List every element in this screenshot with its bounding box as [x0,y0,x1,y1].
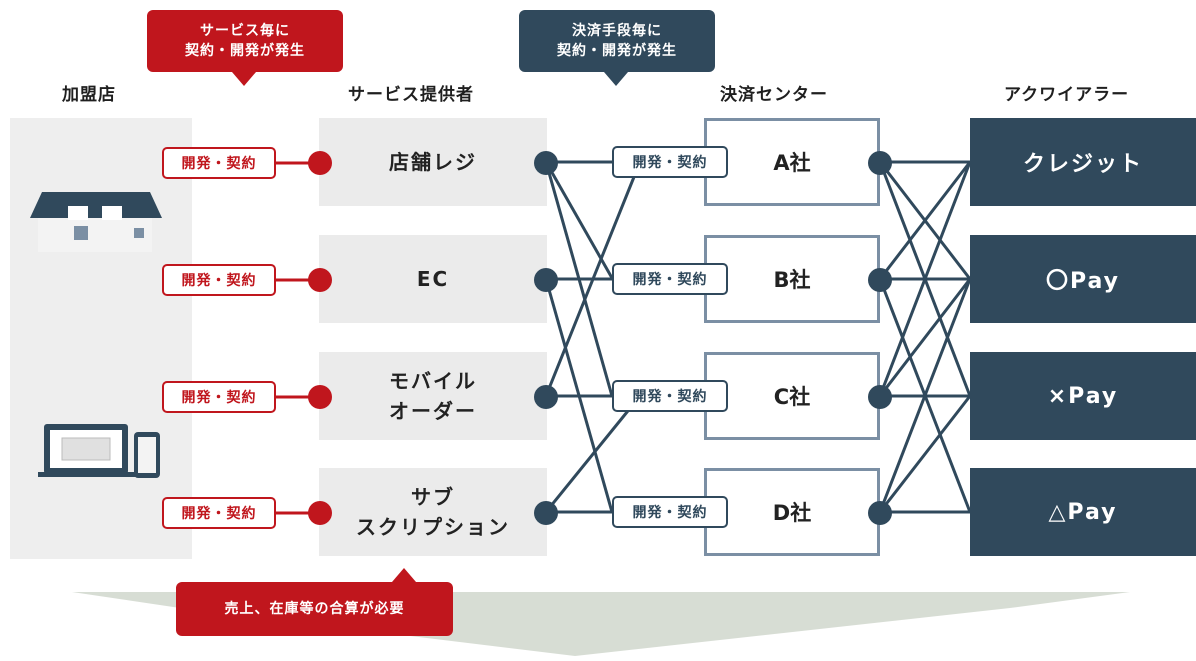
payment-center-a: A社 [704,118,880,206]
service-box-ec: EC [319,235,547,323]
column-header-payment-center: 決済センター [720,85,828,105]
callout-pointer [232,72,256,86]
column-header-merchant: 加盟店 [62,85,116,105]
acquirer-x-pay: ×Pay [970,352,1196,440]
acquirer-triangle-pay: △Pay [970,468,1196,556]
dev-contract-tag-center: 開発・契約 [612,263,728,295]
dev-contract-tag-merchant: 開発・契約 [162,264,276,296]
payment-center-d: D社 [704,468,880,556]
service-box-pos-register: 店舗レジ [319,118,547,206]
dev-contract-tag-center: 開発・契約 [612,146,728,178]
dev-contract-tag-merchant: 開発・契約 [162,147,276,179]
dev-contract-tag-center: 開発・契約 [612,380,728,412]
dev-contract-tag-merchant: 開発・契約 [162,381,276,413]
dev-contract-tag-center: 開発・契約 [612,496,728,528]
house-icon [30,192,162,252]
column-header-service-provider: サービス提供者 [348,85,474,105]
callout-pointer [392,568,416,582]
service-box-mobile-order: モバイル オーダー [319,352,547,440]
payment-center-c: C社 [704,352,880,440]
merchant-column-background [10,118,192,559]
service-box-subscription: サブ スクリプション [319,468,547,556]
laptop-phone-icon [38,424,160,478]
callout-pointer [604,72,628,86]
callout-aggregation: 売上、在庫等の合算が必要 [176,582,453,636]
callout-per-payment-method: 決済手段毎に 契約・開発が発生 [519,10,715,72]
acquirer-credit: クレジット [970,118,1196,206]
callout-per-service: サービス毎に 契約・開発が発生 [147,10,343,72]
column-header-acquirer: アクワイアラー [1004,85,1130,105]
payment-center-b: B社 [704,235,880,323]
dev-contract-tag-merchant: 開発・契約 [162,497,276,529]
acquirer-o-pay: 〇Pay [970,235,1196,323]
